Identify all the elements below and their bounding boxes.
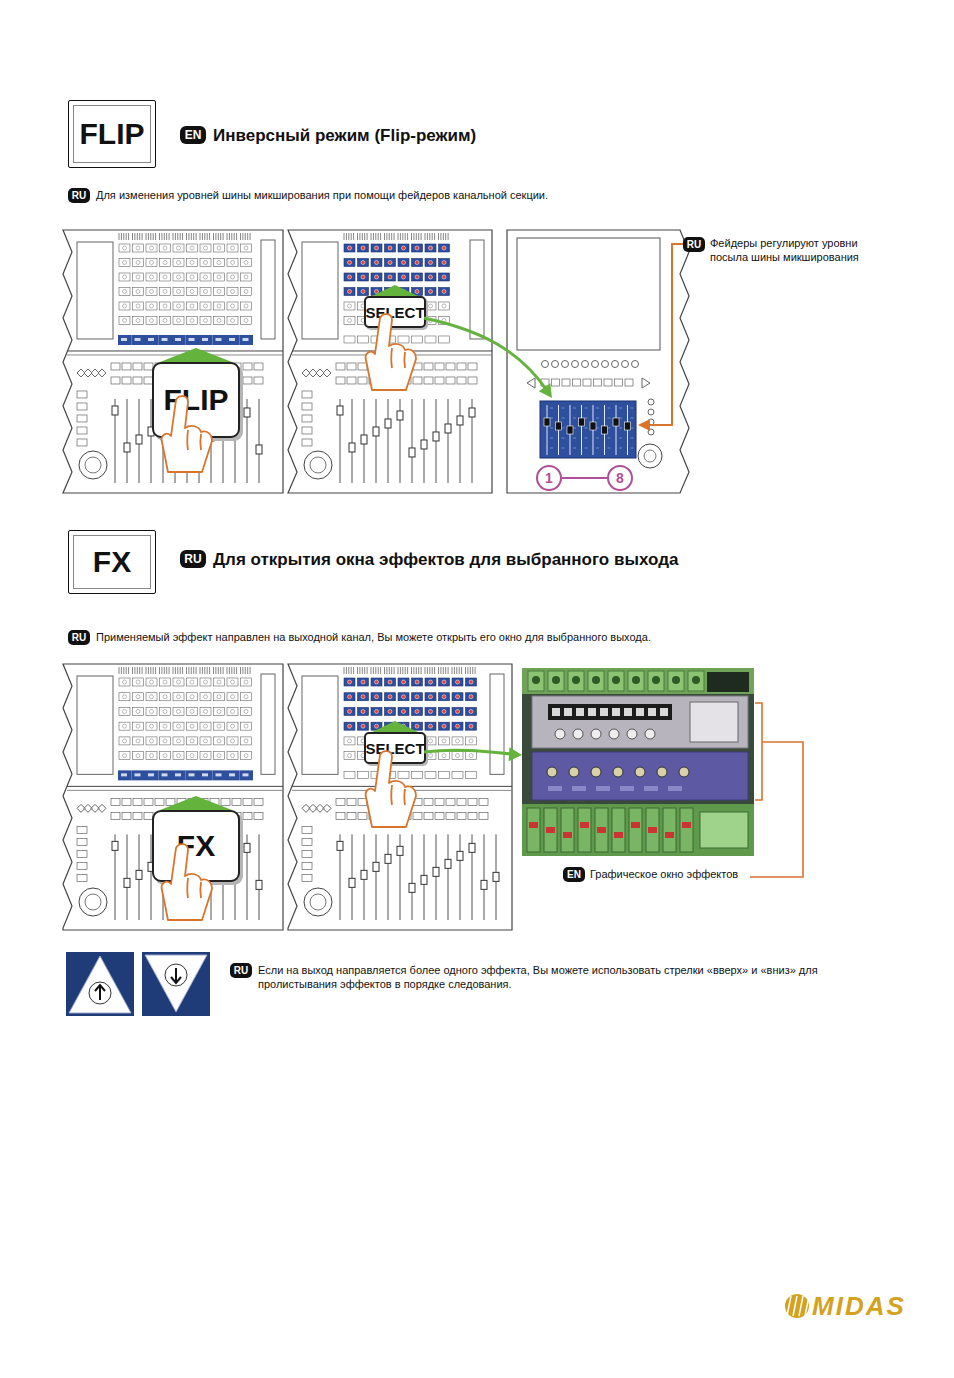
select-callout: SELECT: [364, 732, 426, 764]
green-arrowhead: [509, 747, 523, 762]
connector-line: [562, 477, 607, 479]
language-badge: RU: [68, 188, 90, 203]
node-text: FX: [93, 545, 131, 579]
pointing-hand: [366, 751, 416, 827]
node-text: 8: [616, 470, 624, 486]
node-text: FLIP: [80, 117, 145, 151]
button-icon: FLIP: [68, 100, 156, 168]
pointing-hand: [366, 314, 416, 390]
green-arrowhead: [539, 383, 558, 402]
language-badge: RU: [683, 237, 705, 252]
language-badge: RU: [68, 630, 90, 645]
note-text: Применяемый эффект направлен на выходной…: [96, 631, 916, 645]
node-text: EN: [185, 128, 202, 142]
note-text: Фейдеры регулируют уровни посыла шины ми…: [710, 237, 878, 265]
button-callout: FLIP: [152, 362, 240, 438]
logo-mark: [785, 1294, 809, 1318]
node-text: RU: [687, 239, 701, 250]
console-sketch: [63, 664, 283, 930]
note-text: Если на выход направляется более одного …: [258, 964, 818, 992]
section-heading: Инверсный режим (Flip-режим): [213, 125, 713, 146]
green-arrow: [424, 750, 510, 754]
node-text: 1: [545, 470, 553, 486]
green-arrow: [160, 348, 232, 362]
green-arrow: [424, 318, 548, 392]
pointing-hand: [162, 396, 212, 472]
button-icon: FX: [68, 530, 156, 594]
node-text: RU: [234, 965, 248, 976]
node-text: SELECT: [365, 304, 424, 321]
pointing-hand: [162, 844, 212, 920]
section-heading: Для открытия окна эффектов для выбранног…: [213, 549, 833, 570]
select-callout: SELECT: [364, 296, 426, 328]
brand-logo: MIDAS: [812, 1290, 942, 1323]
callout-number: 1: [536, 465, 562, 491]
button-callout: FX: [152, 810, 240, 882]
console-sketch: [63, 230, 283, 493]
node-text: FX: [177, 829, 215, 863]
green-arrow: [160, 796, 232, 810]
console-sketch: [288, 664, 512, 930]
fx-window-screenshot: [522, 668, 803, 877]
callout-number: 8: [607, 465, 633, 491]
node-text: RU: [72, 632, 86, 643]
language-badge: RU: [180, 550, 206, 568]
green-arrow: [372, 285, 418, 296]
note-text: Графическое окно эффектов: [590, 868, 790, 882]
node-text: RU: [72, 190, 86, 201]
green-arrow: [372, 721, 418, 732]
language-badge: RU: [230, 963, 252, 978]
node-text: FLIP: [164, 383, 229, 417]
console-sketch: [288, 230, 492, 493]
note-text: Для изменения уровней шины микширования …: [96, 189, 916, 203]
node-text: SELECT: [365, 740, 424, 757]
language-badge: EN: [180, 126, 206, 144]
console-closeup: [507, 230, 689, 493]
node-text: EN: [567, 869, 581, 880]
language-badge: EN: [563, 867, 585, 882]
node-text: RU: [184, 552, 201, 566]
arrow-key-icons: [66, 952, 210, 1016]
